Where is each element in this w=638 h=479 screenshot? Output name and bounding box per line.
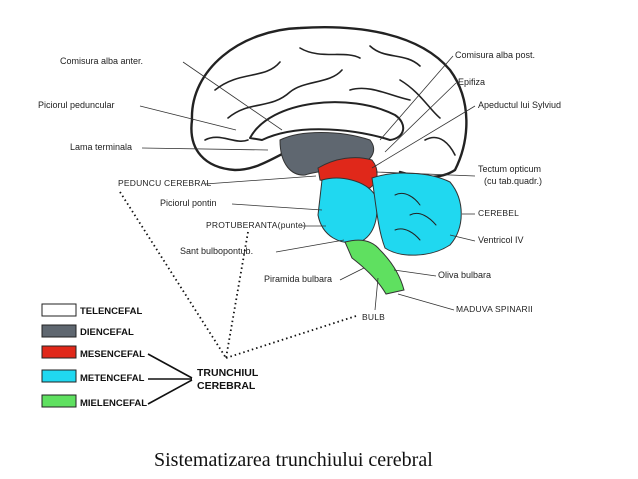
legend-label-diencefal: DIENCEFAL	[80, 327, 134, 338]
label-maduva: MADUVA SPINARII	[456, 304, 533, 314]
label-piramida-bulbara: Piramida bulbara	[264, 274, 332, 284]
mielencefal-region	[344, 239, 405, 295]
telencephalon-outline	[190, 25, 468, 179]
legend-label-telencefal: TELENCEFAL	[80, 306, 142, 317]
label-piciorul-peduncular: Piciorul peduncular	[38, 100, 115, 110]
legend-label-mielencefal: MIELENCEFAL	[80, 398, 147, 409]
group-label-line2: CEREBRAL	[197, 380, 256, 392]
legend-label-metencefal: METENCEFAL	[80, 373, 145, 384]
right-labels: Comisura alba post. Epifiza Apeductul lu…	[371, 50, 561, 314]
label-comisura-alba-anter: Comisura alba anter.	[60, 56, 143, 66]
left-labels: Comisura alba anter. Piciorul peduncular…	[38, 56, 385, 322]
metencefal-cerebellum	[371, 172, 462, 256]
legend-swatch-diencefal	[41, 324, 77, 338]
label-sant-bulbopontin: Sant bulbopontub.	[180, 246, 253, 256]
label-peduncul-cerebral: PEDUNCU CEREBRAL	[118, 178, 211, 188]
legend-swatch-telencefal	[41, 303, 77, 317]
label-tectum-line1: Tectum opticum	[478, 164, 541, 174]
label-comisura-alba-post: Comisura alba post.	[455, 50, 535, 60]
label-piciorul-pontin: Piciorul pontin	[160, 198, 217, 208]
label-apeductul: Apeductul lui Sylviud	[478, 100, 561, 110]
legend-label-mesencefal: MESENCEFAL	[80, 349, 145, 360]
label-epifiza: Epifiza	[458, 77, 485, 87]
legend-swatch-metencefal	[41, 369, 77, 383]
label-bulb: BULB	[362, 312, 385, 322]
label-cerebel: CEREBEL	[478, 208, 519, 218]
label-oliva: Oliva bulbara	[438, 270, 491, 280]
label-ventricol: Ventricol IV	[478, 235, 524, 245]
legend-bracket	[147, 353, 193, 405]
regions	[279, 132, 462, 295]
legend: TELENCEFAL DIENCEFAL MESENCEFAL METENCEF…	[41, 303, 259, 409]
caption-title: Sistematizarea trunchiului cerebral	[154, 449, 433, 471]
brainstem-dotted-lines	[119, 191, 357, 359]
label-lama-terminala: Lama terminala	[70, 142, 132, 152]
group-label-line1: TRUNCHIUL	[197, 367, 259, 379]
label-protuberanta: PROTUBERANTA(punte)	[206, 220, 306, 230]
metencefal-pons	[317, 177, 378, 244]
label-tectum-line2: (cu tab.quadr.)	[484, 176, 542, 186]
legend-swatch-mesencefal	[41, 345, 77, 359]
legend-swatch-mielencefal	[41, 394, 77, 408]
